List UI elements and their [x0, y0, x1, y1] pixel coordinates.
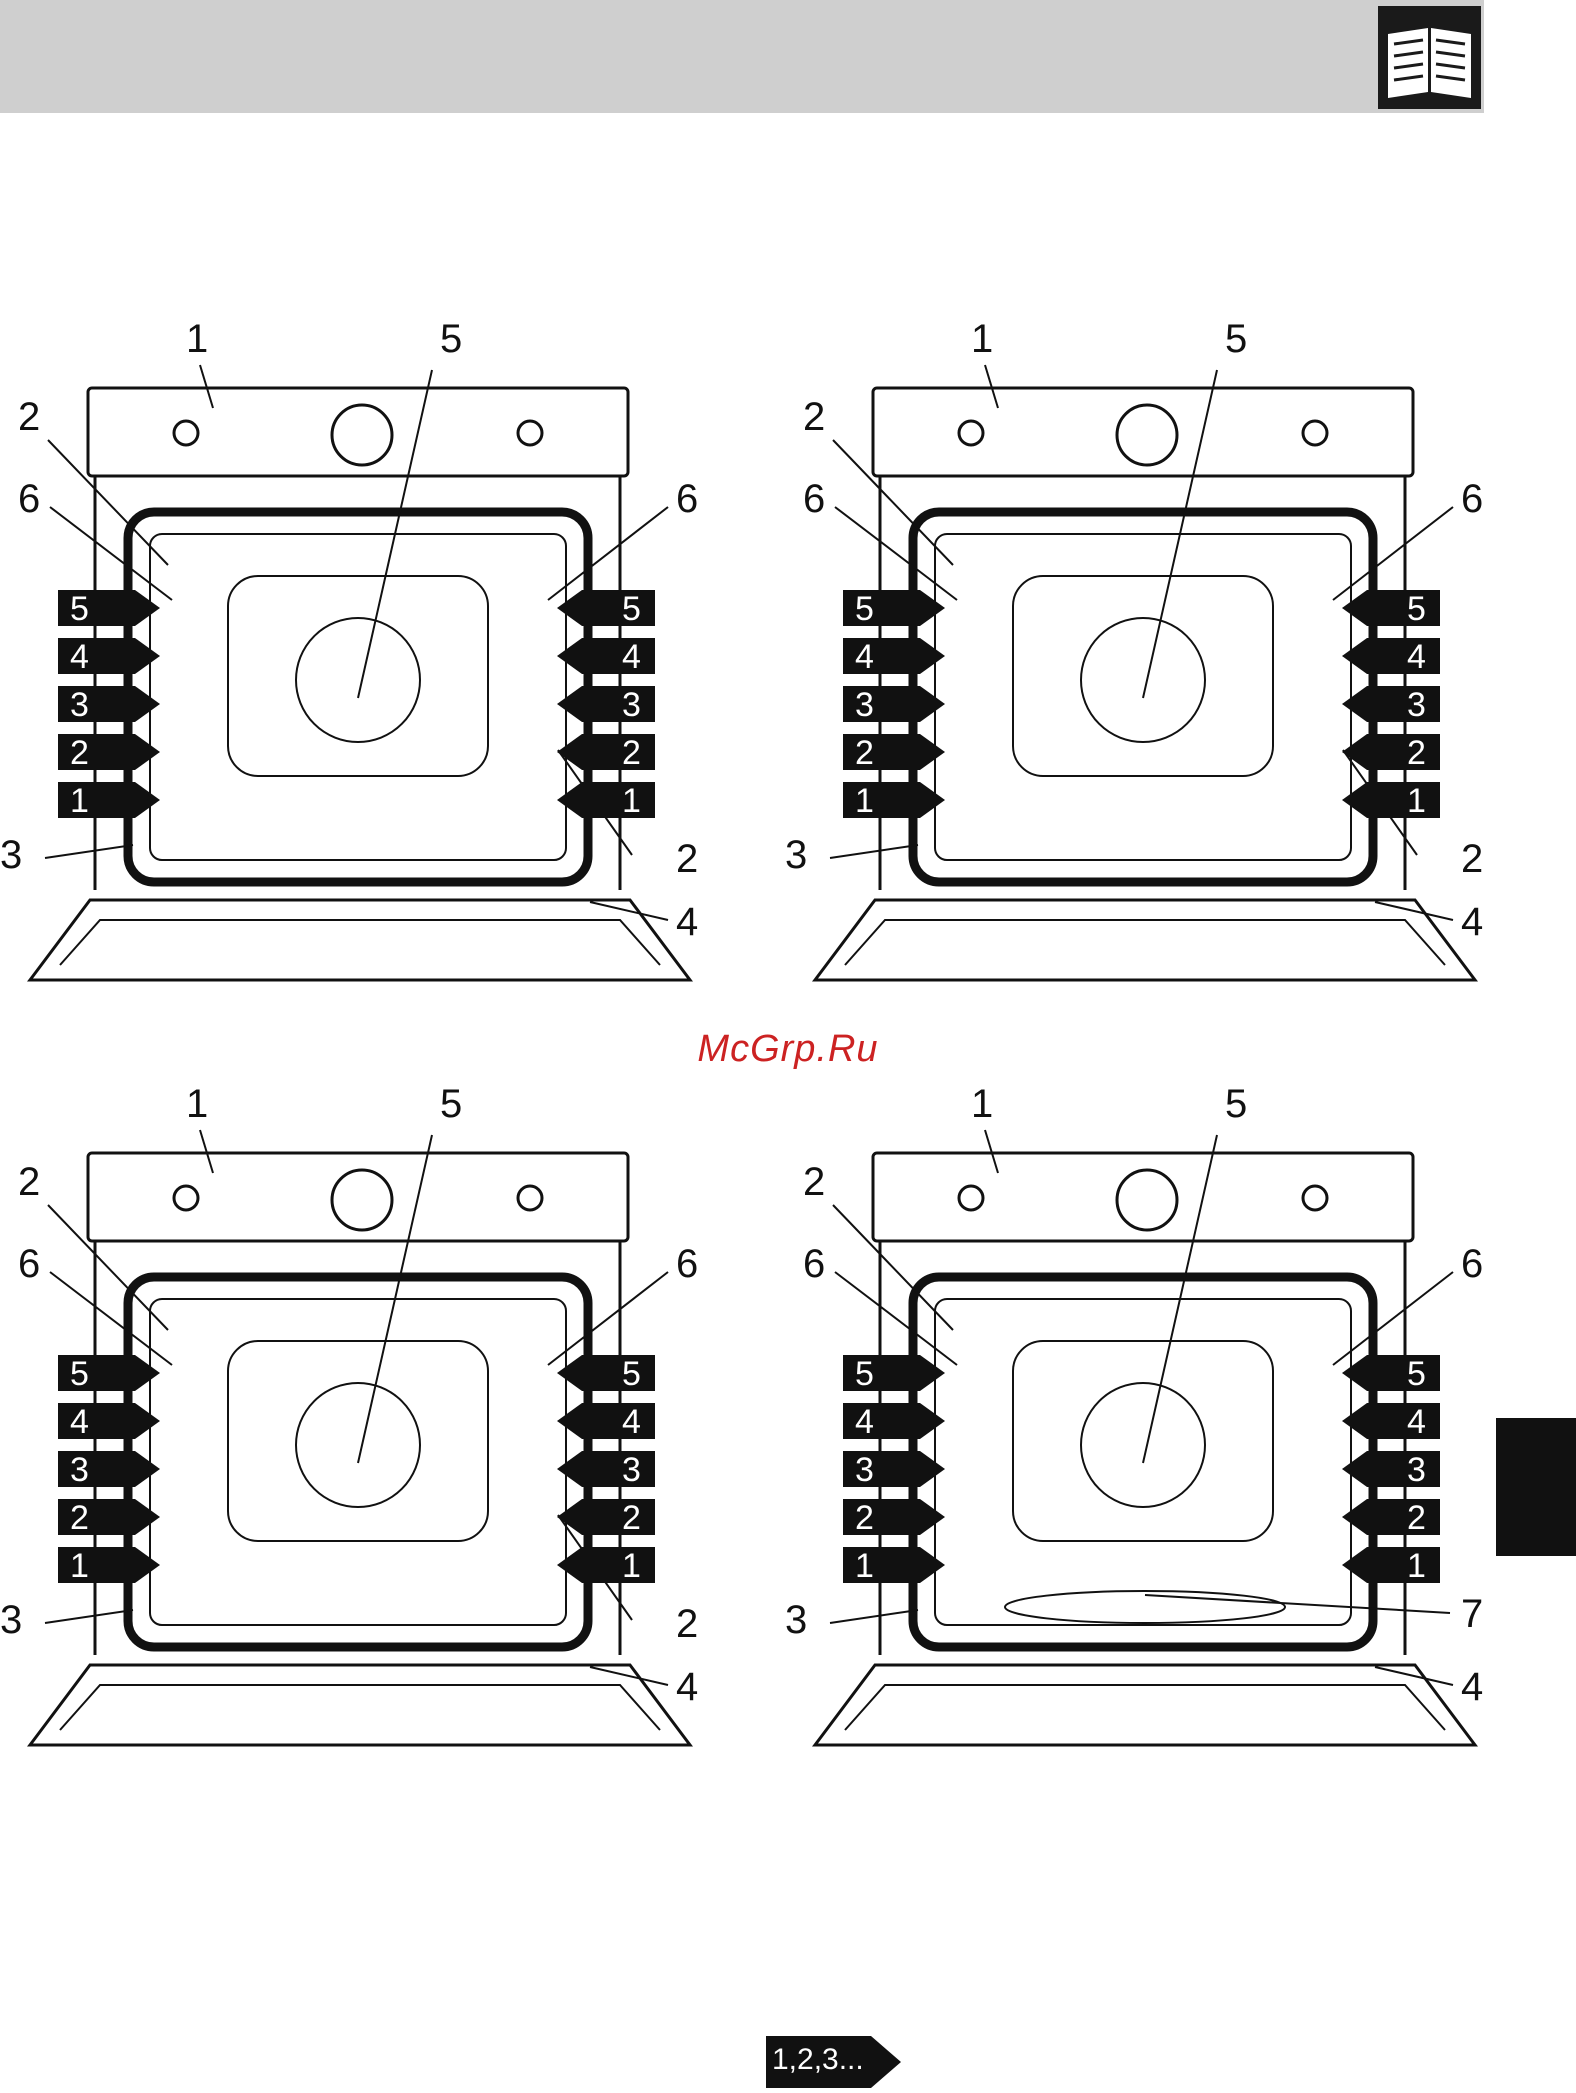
callout-side-rack: 2 [18, 395, 40, 439]
shelf-label: 3 [70, 686, 89, 724]
callout-door-seal: 3 [0, 833, 22, 877]
callout-side-rack: 2 [803, 1160, 825, 1204]
shelf-label: 3 [855, 686, 874, 724]
shelf-label: 4 [1407, 1403, 1426, 1441]
shelf-label: 1 [70, 782, 89, 820]
shelf-label: 5 [1407, 1355, 1426, 1393]
shelf-label: 5 [622, 590, 641, 628]
shelf-label: 3 [622, 1451, 641, 1489]
callout-door-seal: 3 [785, 1598, 807, 1642]
shelf-label: 1 [622, 1547, 641, 1585]
book-icon [1378, 6, 1481, 109]
shelf-label: 5 [855, 590, 874, 628]
shelf-label: 3 [855, 1451, 874, 1489]
oven-diagram-4: 5 4 3 2 1 5 4 3 2 1 1 5 2 6 6 3 7 4 [785, 1065, 1505, 1765]
shelf-label: 5 [70, 590, 89, 628]
shelf-label: 2 [70, 1499, 89, 1537]
callout-rack-guide: 6 [1461, 477, 1483, 521]
callout-bottom-element: 7 [1461, 1592, 1483, 1636]
callout-side-rack: 2 [676, 837, 698, 881]
callout-door: 4 [1461, 1665, 1483, 1709]
callout-rack-guide: 6 [803, 477, 825, 521]
footer-badge-label: 1,2,3... [772, 2043, 864, 2077]
callout-rack-guide: 6 [18, 477, 40, 521]
callout-fan: 5 [440, 317, 462, 361]
fan-grille [1081, 618, 1205, 742]
oven-diagram-3: 5 4 3 2 1 5 4 3 2 1 1 5 2 6 6 3 2 4 [0, 1065, 720, 1765]
callout-fan: 5 [1225, 317, 1247, 361]
callout-control-panel: 1 [971, 1082, 993, 1126]
callout-door: 4 [676, 1665, 698, 1709]
shelf-label: 3 [1407, 686, 1426, 724]
shelf-label: 4 [622, 638, 641, 676]
shelf-label: 2 [70, 734, 89, 772]
callout-rack-guide: 6 [18, 1242, 40, 1286]
shelf-label: 5 [70, 1355, 89, 1393]
shelf-label: 5 [1407, 590, 1426, 628]
callout-door: 4 [1461, 900, 1483, 944]
fan-grille [296, 618, 420, 742]
header-band [0, 0, 1484, 113]
callout-door-seal: 3 [0, 1598, 22, 1642]
callout-control-panel: 1 [186, 1082, 208, 1126]
shelf-label: 2 [1407, 734, 1426, 772]
callout-rack-guide: 6 [676, 477, 698, 521]
shelf-label: 1 [855, 1547, 874, 1585]
callout-fan: 5 [1225, 1082, 1247, 1126]
callout-rack-guide: 6 [676, 1242, 698, 1286]
callout-rack-guide: 6 [803, 1242, 825, 1286]
callout-control-panel: 1 [971, 317, 993, 361]
callout-control-panel: 1 [186, 317, 208, 361]
shelf-label: 4 [1407, 638, 1426, 676]
shelf-label: 3 [70, 1451, 89, 1489]
shelf-label: 3 [1407, 1451, 1426, 1489]
shelf-label: 2 [855, 734, 874, 772]
shelf-label: 5 [622, 1355, 641, 1393]
shelf-label: 2 [1407, 1499, 1426, 1537]
callout-door-seal: 3 [785, 833, 807, 877]
shelf-label: 2 [622, 734, 641, 772]
callout-side-rack: 2 [18, 1160, 40, 1204]
callout-rack-guide: 6 [1461, 1242, 1483, 1286]
shelf-label: 1 [622, 782, 641, 820]
callout-fan: 5 [440, 1082, 462, 1126]
shelf-label: 4 [855, 1403, 874, 1441]
callout-side-rack: 2 [803, 395, 825, 439]
shelf-label: 1 [855, 782, 874, 820]
shelf-label: 2 [855, 1499, 874, 1537]
oven-diagram-1: 5 4 3 2 1 5 4 3 2 1 1 5 2 6 6 3 2 4 [0, 300, 720, 1000]
oven-diagram-2: 5 4 3 2 1 5 4 3 2 1 1 5 2 6 6 3 2 4 [785, 300, 1505, 1000]
shelf-label: 2 [622, 1499, 641, 1537]
shelf-label: 1 [1407, 1547, 1426, 1585]
shelf-label: 5 [855, 1355, 874, 1393]
shelf-label: 4 [70, 638, 89, 676]
callout-side-rack: 2 [1461, 837, 1483, 881]
fan-grille [1081, 1383, 1205, 1507]
section-tab [1496, 1418, 1576, 1556]
shelf-label: 4 [622, 1403, 641, 1441]
shelf-label: 3 [622, 686, 641, 724]
fan-grille [296, 1383, 420, 1507]
shelf-label: 4 [70, 1403, 89, 1441]
shelf-label: 4 [855, 638, 874, 676]
shelf-label: 1 [1407, 782, 1426, 820]
callout-side-rack: 2 [676, 1602, 698, 1646]
shelf-label: 1 [70, 1547, 89, 1585]
callout-door: 4 [676, 900, 698, 944]
